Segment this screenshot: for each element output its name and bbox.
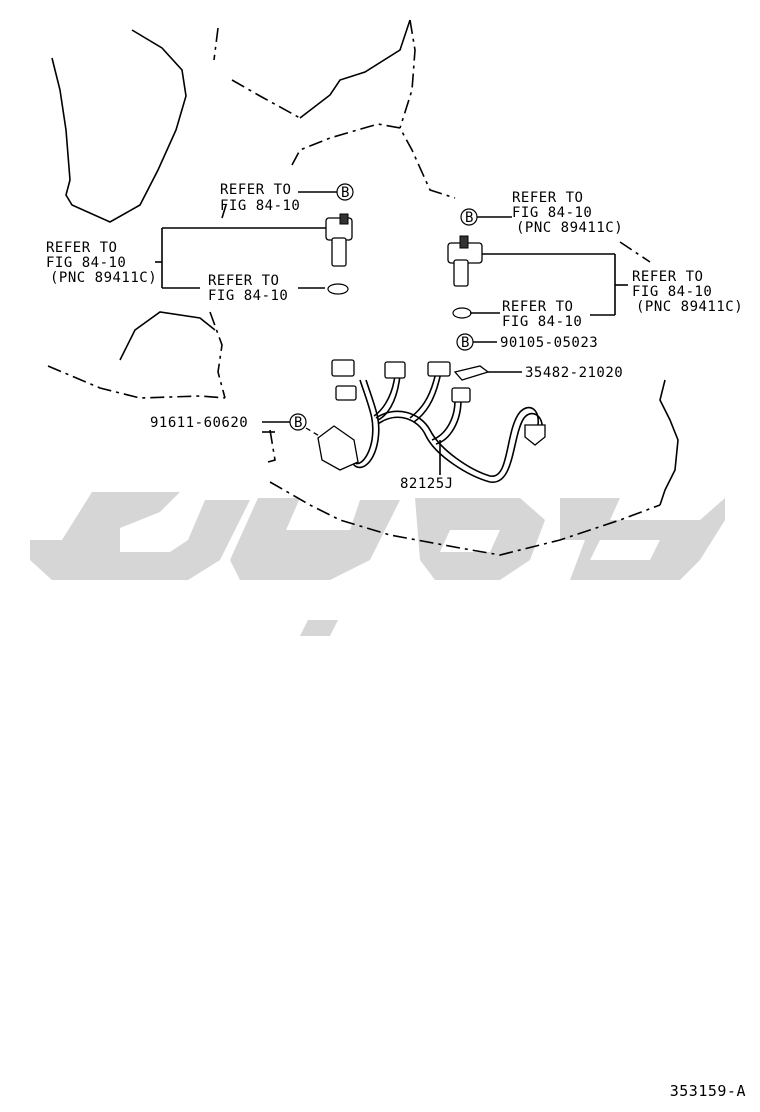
marker-b-left-bottom: B [294,415,303,431]
engine-outline [47,19,679,556]
drawing-code: 353159-A [669,1082,746,1100]
label-refer-e-line1: REFER TO [632,269,703,285]
label-refer-d-line3: (PNC 89411C) [516,220,623,236]
label-refer-f-line2: FIG 84-10 [502,314,582,330]
small-parts: B B [262,333,522,441]
label-refer-e-line2: FIG 84-10 [632,284,712,300]
watermark-logo [30,492,725,636]
marker-b-right-top: B [465,210,474,226]
label-refer-f-line1: REFER TO [502,299,573,315]
label-part-35482: 35482-21020 [525,365,623,381]
label-refer-c-line2: FIG 84-10 [208,288,288,304]
left-sensor-group: B [155,183,354,295]
callout-labels: REFER TO FIG 84-10 REFER TO FIG 84-10 (P… [46,182,743,492]
label-part-91611: 91611-60620 [150,415,248,431]
label-refer-a-line2: FIG 84-10 [220,198,300,214]
label-refer-b-line2: FIG 84-10 [46,255,126,271]
label-refer-a-line1: REFER TO [220,182,291,198]
label-refer-c-line1: REFER TO [208,273,279,289]
marker-b-left-top: B [341,185,350,201]
label-refer-d-line2: FIG 84-10 [512,205,592,221]
label-refer-d-line1: REFER TO [512,190,583,206]
label-part-90105: 90105-05023 [500,335,598,351]
marker-b-mid: B [461,335,470,351]
crank-sensor-left [325,213,353,267]
label-refer-b-line1: REFER TO [46,240,117,256]
right-sensor-group: B [447,208,628,319]
cam-sensor-right [447,235,483,287]
label-part-82125: 82125J [400,476,454,492]
label-refer-b-line3: (PNC 89411C) [50,270,157,286]
label-refer-e-line3: (PNC 89411C) [636,299,743,315]
wire-harness [317,359,546,483]
